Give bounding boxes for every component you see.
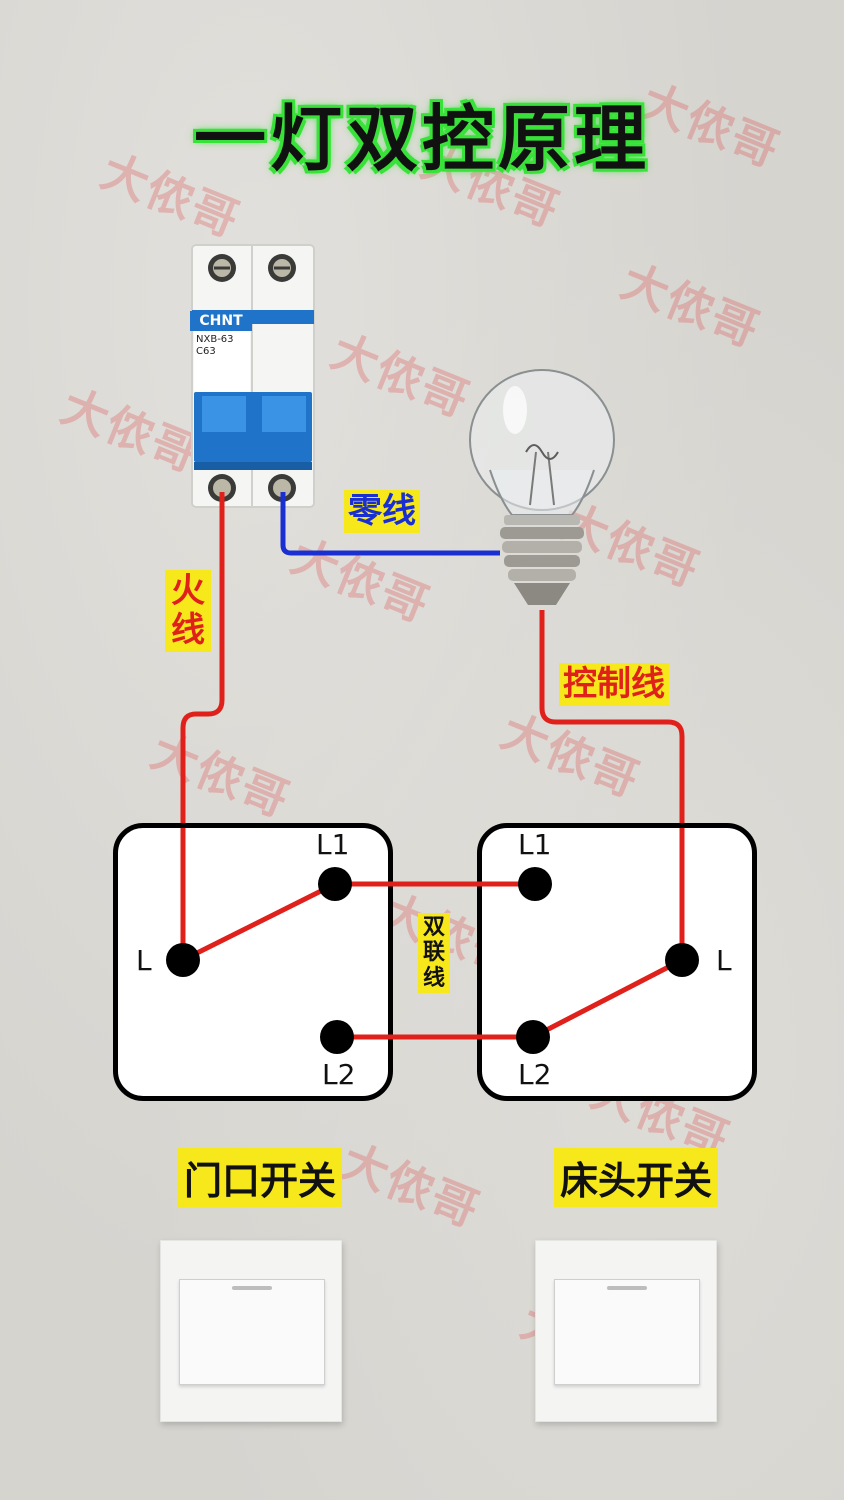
left-switch-blade	[181, 881, 337, 963]
control-wire-label: 控制线	[559, 663, 669, 707]
right-label-l: L	[716, 944, 732, 977]
switch-rocker	[179, 1279, 325, 1385]
switch-rocker	[554, 1279, 700, 1385]
right-switch-box	[477, 823, 757, 1101]
breaker-brand: CHNT	[190, 311, 252, 331]
left-label-l: L	[136, 944, 152, 977]
left-terminal-l2	[320, 1020, 354, 1054]
right-label-l1: L1	[518, 828, 552, 861]
left-label-l1: L1	[316, 828, 350, 861]
left-switch-box	[113, 823, 393, 1101]
light-bulb-icon	[469, 369, 615, 605]
left-switch-caption: 门口开关	[178, 1148, 343, 1207]
right-terminal-l1	[518, 867, 552, 901]
neutral-wire-label: 零线	[344, 490, 420, 534]
breaker-rating: C63	[196, 346, 216, 357]
link-wire-label: 双联线	[418, 913, 450, 993]
right-terminal-l	[665, 943, 699, 977]
right-switch-blade	[531, 957, 684, 1040]
left-label-l2: L2	[322, 1058, 356, 1091]
control-wire	[539, 610, 685, 960]
right-wall-switch	[535, 1240, 717, 1422]
left-wall-switch	[160, 1240, 342, 1422]
page-title: 一灯双控原理	[193, 97, 650, 181]
live-wire-label: 火线	[165, 570, 211, 653]
right-terminal-l2	[516, 1020, 550, 1054]
breaker-model: NXB-63	[196, 334, 234, 345]
live-wire	[180, 492, 225, 960]
neutral-wire	[280, 492, 500, 556]
right-switch-caption: 床头开关	[554, 1148, 719, 1207]
left-terminal-l	[166, 943, 200, 977]
left-terminal-l1	[318, 867, 352, 901]
right-label-l2: L2	[518, 1058, 552, 1091]
